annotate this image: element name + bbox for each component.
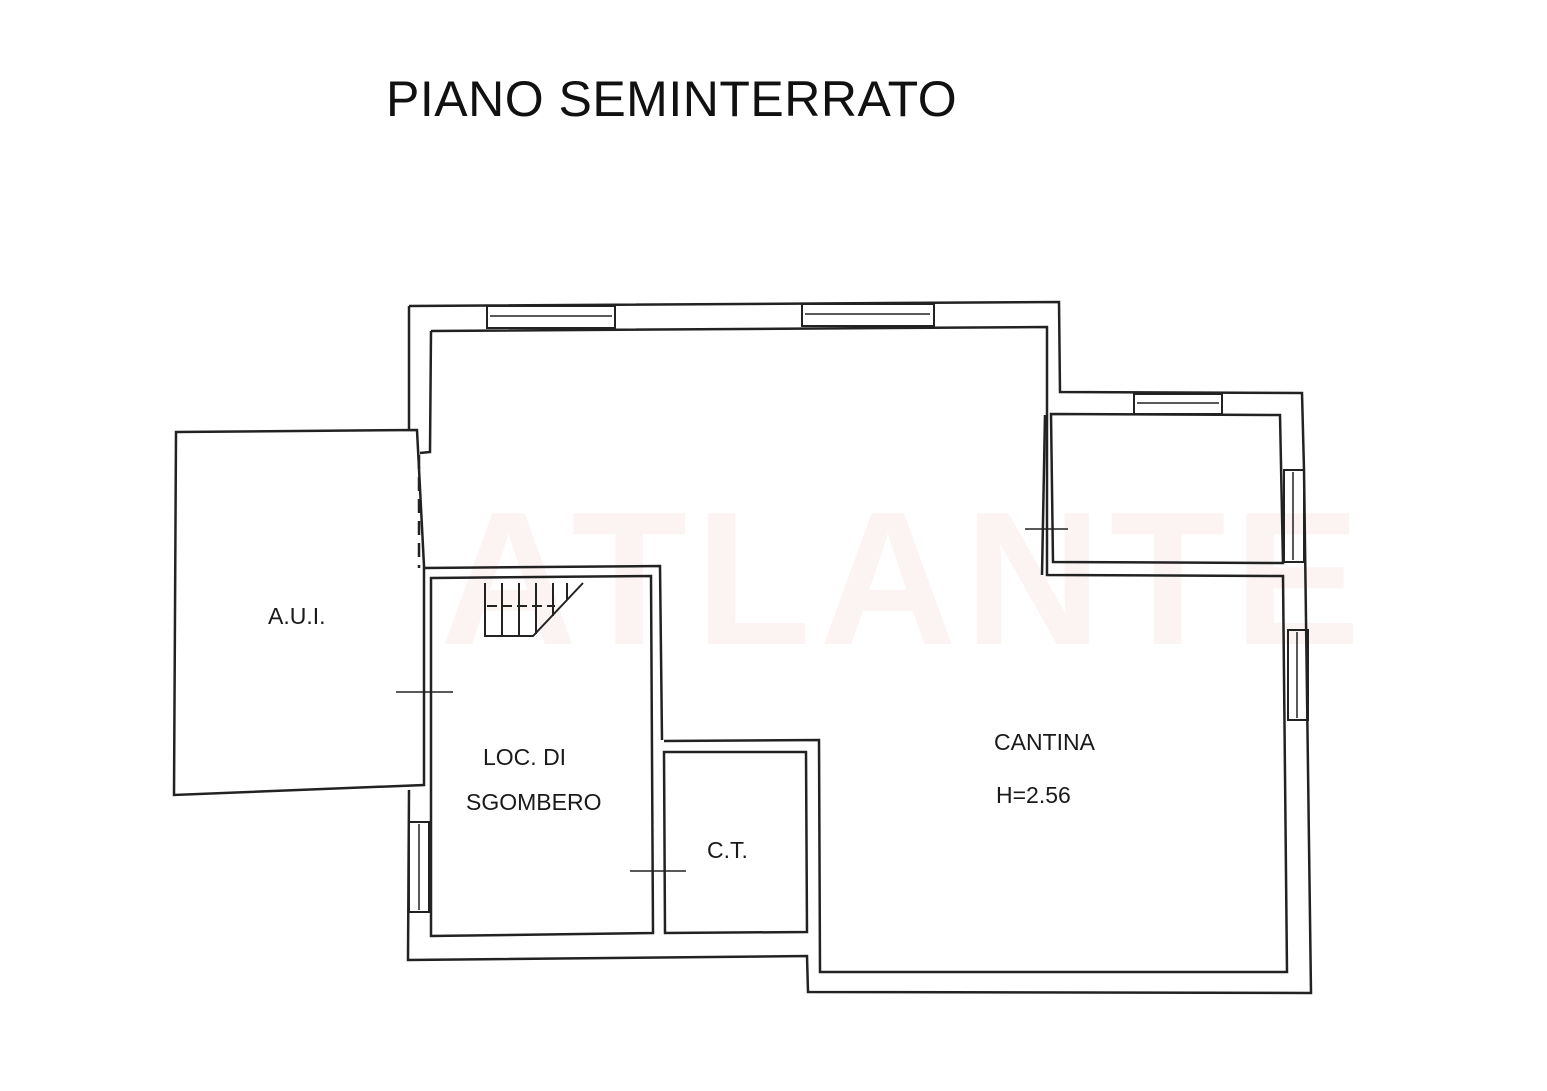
window	[408, 821, 430, 913]
sgombero-outer	[423, 564, 664, 741]
stairs	[484, 582, 584, 637]
inner-wall	[430, 325, 1289, 974]
room-label-cantina: CANTINA	[994, 729, 1095, 755]
window	[1283, 469, 1305, 563]
room-label-aui: A.U.I.	[268, 603, 326, 629]
watermark-logo: ATLANTE	[440, 473, 1369, 685]
sgombero-inner	[429, 574, 655, 938]
window	[486, 305, 616, 329]
room-height-cantina: H=2.56	[996, 782, 1071, 808]
aui-room	[172, 428, 426, 797]
inner-wall-left	[419, 330, 433, 455]
window	[801, 303, 935, 327]
window	[1287, 629, 1309, 721]
room-label-loc-line2: SGOMBERO	[466, 789, 602, 815]
room-label-loc-line1: LOC. DI	[483, 744, 567, 770]
page-title: PIANO SEMINTERRATO	[386, 71, 958, 127]
ct-room	[662, 750, 809, 935]
room-label-ct: C.T.	[707, 837, 748, 863]
right-room-inner	[1049, 412, 1285, 565]
outer-wall	[406, 300, 1313, 995]
window	[1133, 393, 1223, 415]
